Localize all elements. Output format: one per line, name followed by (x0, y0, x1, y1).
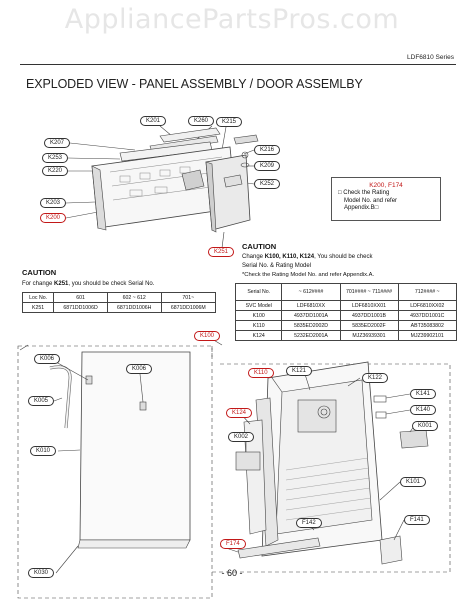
table-row: K100 4937DD1001A 4937DD1001B 4937DD1001C (234, 310, 457, 321)
label-k209: K209 (254, 161, 281, 171)
table-cell: 5835ED2002F (339, 320, 399, 331)
label-k002: K002 (228, 432, 255, 442)
label-k207: K207 (44, 138, 71, 148)
caution-left-heading: CAUTION (22, 268, 57, 277)
table-header-cell: ~ 612#### (281, 283, 341, 301)
table-row: K110 5835ED2002D 5835ED2002F ABT35083802 (234, 320, 457, 331)
table-cell: 5232ED2001A (281, 330, 341, 341)
caution-right-text-a: Change (242, 254, 265, 260)
table-header-cell: 701~ (160, 292, 217, 303)
table-cell: K100 (234, 310, 283, 321)
table-header-cell: 712#### ~ (397, 283, 457, 301)
caution-right-parts: K100, K110, K124 (264, 254, 315, 260)
label-k201: K201 (140, 116, 167, 126)
label-f174: F174 (220, 539, 246, 549)
page-title: EXPLODED VIEW - PANEL ASSEMBLY / DOOR AS… (26, 77, 363, 91)
label-k121: K121 (286, 366, 313, 376)
caution-left-text-b: , you should be check Serial No. (68, 281, 155, 287)
page-number: - 60 - (221, 568, 243, 578)
note-line-3: Appendix.B□ (344, 205, 379, 211)
label-k140: K140 (410, 405, 437, 415)
label-f142: F142 (296, 518, 322, 528)
table-cell: 6871DD1006H (106, 302, 162, 313)
caution-left-part: K251 (54, 281, 69, 287)
table-cell: LDF6810XX02 (397, 300, 457, 311)
table-cell: SVC Model (234, 300, 283, 311)
table-cell: 5835ED2002D (281, 320, 341, 331)
caution-left-text: For change K251, you should be check Ser… (22, 280, 154, 288)
label-k216: K216 (254, 145, 281, 155)
table-cell: 6871DD1006D (53, 302, 108, 313)
label-k100: K100 (194, 331, 221, 341)
label-k122: K122 (362, 373, 389, 383)
label-k006-right: K006 (126, 364, 153, 374)
note-line-2: Model No. and refer (344, 197, 398, 204)
label-k252: K252 (254, 179, 281, 189)
table-cell: K110 (234, 320, 283, 331)
label-f141: F141 (404, 515, 430, 525)
header-rule (20, 64, 456, 65)
table-cell: MJZ39902101 (397, 330, 457, 341)
table-cell: ABT35083802 (397, 320, 457, 331)
label-k005: K005 (28, 396, 55, 406)
caution-left-table: Loc No. 601 602 ~ 612 701~ K251 6871DD10… (21, 292, 217, 313)
caution-right-line-3: *Check the Rating Model No. and refer Ap… (242, 272, 375, 278)
table-row: K251 6871DD1006D 6871DD1006H 6871DD1006M (21, 302, 217, 313)
label-k141: K141 (410, 389, 437, 399)
watermark: AppliancePartsPros.com (64, 4, 400, 35)
label-k010: K010 (30, 446, 57, 456)
label-k124: K124 (226, 408, 253, 418)
table-header-cell: 601 (53, 292, 108, 303)
caution-right-line-1: Change K100, K110, K124, You should be c… (242, 253, 372, 261)
caution-right-line-2: Serial No. & Rating Model (242, 263, 312, 269)
label-k030: K030 (28, 568, 55, 578)
caution-left-text-a: For change (22, 281, 55, 287)
table-row: K124 5232ED2001A MJZ36939301 MJZ39902101 (234, 330, 457, 341)
table-cell: 6871DD1006M (160, 302, 217, 313)
table-header-cell: 701#### ~ 711#### (339, 283, 399, 301)
table-cell: K251 (21, 302, 55, 313)
caution-right-text-b: , You should be check (314, 254, 373, 260)
table-cell: LDF6810XX01 (339, 300, 399, 311)
table-header-row: Serial No. ~ 612#### 701#### ~ 711#### 7… (234, 283, 457, 301)
label-k200: K200 (40, 213, 67, 223)
label-k006-left: K006 (34, 354, 61, 364)
note-heading: K200, F174 (369, 182, 403, 189)
table-cell: LDF6810XX (281, 300, 341, 311)
table-header-row: Loc No. 601 602 ~ 612 701~ (21, 292, 217, 303)
label-k110: K110 (248, 368, 274, 378)
caution-right-heading: CAUTION (242, 242, 277, 251)
table-cell: MJZ36939301 (339, 330, 399, 341)
label-k001: K001 (412, 421, 439, 431)
label-k203: K203 (40, 198, 67, 208)
label-k101: K101 (400, 477, 427, 487)
table-header-cell: 602 ~ 612 (106, 292, 162, 303)
table-header-cell: Serial No. (234, 283, 283, 301)
rating-note-box: K200, F174 □ Check the Rating Model No. … (331, 177, 441, 221)
table-header-cell: Loc No. (21, 292, 55, 303)
table-cell: K124 (234, 330, 283, 341)
table-cell: 4937DD1001A (281, 310, 341, 321)
note-line-1: □ Check the Rating (338, 190, 390, 196)
caution-right-table: Serial No. ~ 612#### 701#### ~ 711#### 7… (234, 283, 457, 341)
table-cell: 4937DD1001C (397, 310, 457, 321)
table-row: SVC Model LDF6810XX LDF6810XX01 LDF6810X… (234, 300, 457, 311)
label-k253: K253 (42, 153, 69, 163)
label-k260: K260 (188, 116, 215, 126)
label-k251: K251 (208, 247, 235, 257)
label-k215: K215 (216, 117, 243, 127)
series-label: LDF6810 Series (407, 54, 454, 61)
label-k220: K220 (42, 166, 69, 176)
table-cell: 4937DD1001B (339, 310, 399, 321)
